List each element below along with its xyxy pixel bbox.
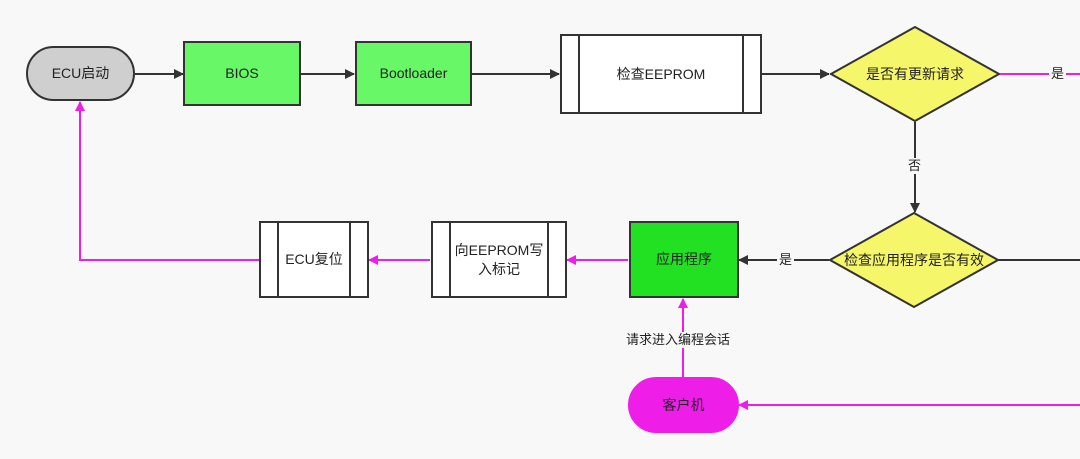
node-ecu-start-label: ECU启动 — [51, 65, 110, 82]
node-app: 应用程序 — [629, 221, 739, 298]
node-ecu-reset-right-bar — [349, 223, 351, 296]
edge-label-enter-programming: 请求进入编程会话 — [624, 332, 733, 348]
node-bios: BIOS — [183, 41, 301, 106]
node-app-label: 应用程序 — [656, 251, 712, 268]
node-check-app-diamond — [829, 212, 999, 308]
node-bootloader: Bootloader — [355, 41, 472, 106]
node-update-request-diamond — [830, 26, 1000, 122]
node-ecu-reset-label: ECU复位 — [285, 251, 343, 268]
node-write-eeprom-left-bar — [449, 223, 451, 296]
node-check-eeprom: 检查EEPROM — [560, 34, 762, 114]
node-bootloader-label: Bootloader — [379, 65, 448, 82]
node-check-eeprom-right-bar — [742, 36, 744, 112]
node-ecu-reset-left-bar — [277, 223, 279, 296]
node-update-request: 是否有更新请求 — [830, 26, 1000, 122]
node-client: 客户机 — [628, 377, 739, 433]
node-ecu-start: ECU启动 — [26, 46, 135, 101]
node-check-eeprom-left-bar — [578, 36, 580, 112]
edge-label-update-no: 否 — [906, 158, 924, 174]
edge-ecu-reset-to-ecu-start — [75, 101, 259, 261]
edge-label-update-yes: 是 — [1049, 66, 1067, 82]
node-check-app: 检查应用程序是否有效 — [829, 212, 999, 308]
node-update-request-label: 是否有更新请求 — [866, 65, 964, 82]
node-write-eeprom: 向EEPROM写 入标记 — [431, 221, 567, 298]
node-check-eeprom-label: 检查EEPROM — [616, 65, 706, 82]
node-write-eeprom-right-bar — [547, 223, 549, 296]
edge-label-app-valid-yes: 是 — [777, 252, 795, 268]
node-ecu-reset: ECU复位 — [259, 221, 369, 298]
node-bios-label: BIOS — [225, 65, 259, 82]
node-write-eeprom-label: 向EEPROM写 入标记 — [454, 241, 544, 277]
node-client-label: 客户机 — [662, 396, 705, 413]
node-check-app-label: 检查应用程序是否有效 — [844, 251, 984, 268]
